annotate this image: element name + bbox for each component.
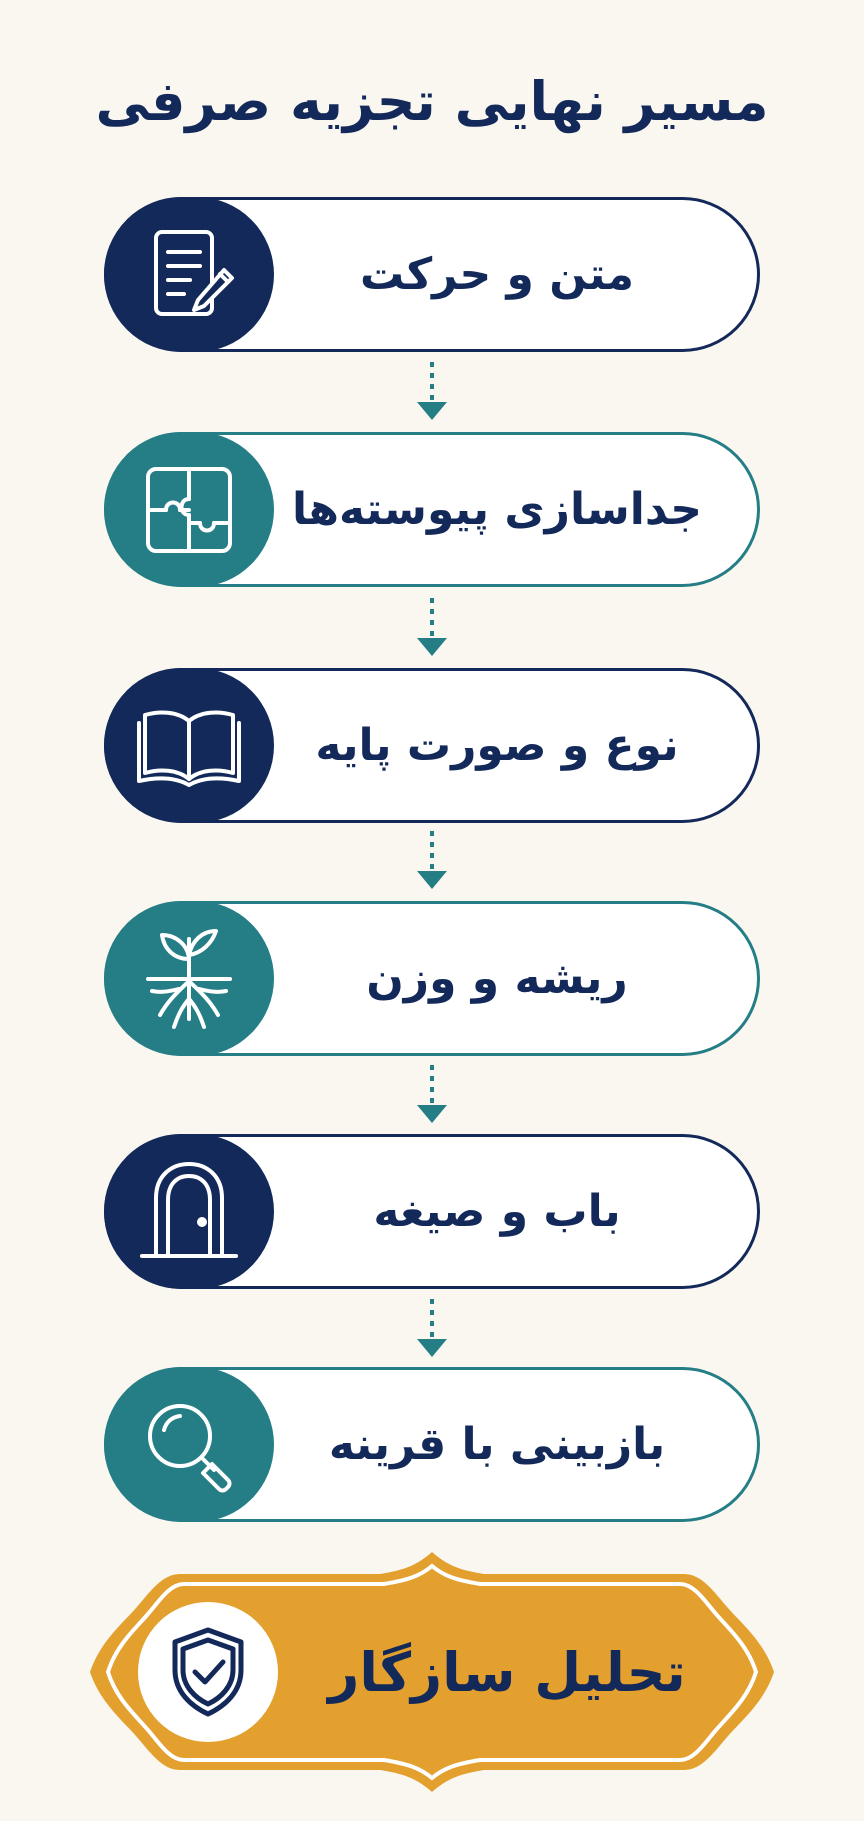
page-title: مسیر نهایی تجزیه صرفی — [95, 70, 769, 133]
final-icon-circle — [138, 1602, 278, 1742]
step-icon-circle — [104, 1367, 274, 1522]
down-arrow-connector — [417, 1065, 447, 1123]
step-icon-circle — [104, 197, 274, 352]
magnifier-icon — [148, 1403, 232, 1492]
sprout-roots-icon — [146, 928, 232, 1029]
step-label: بازبینی با قرینه — [328, 1419, 666, 1470]
final-result-banner: تحلیل سازگار — [80, 1548, 784, 1796]
step-icon-circle — [104, 1134, 274, 1289]
step-root-and-pattern: ریشه و وزن — [104, 901, 760, 1056]
puzzle-icon — [146, 466, 232, 553]
step-label: جداسازی پیوسته‌ها — [292, 484, 702, 535]
step-verb-form-and-conjugation: باب و صیغه — [104, 1134, 760, 1289]
document-pencil-icon — [154, 229, 234, 316]
step-label: نوع و صورت پایه — [315, 720, 679, 771]
final-label: تحلیل سازگار — [328, 1640, 686, 1704]
step-label: ریشه و وزن — [366, 953, 628, 1004]
ornamental-frame — [90, 1552, 774, 1792]
down-arrow-connector — [417, 1299, 447, 1357]
step-label: متن و حرکت — [359, 249, 635, 300]
step-label: باب و صیغه — [373, 1186, 621, 1237]
step-icon-circle — [104, 432, 274, 587]
step-icon-circle — [104, 901, 274, 1056]
open-book-icon — [137, 710, 241, 787]
step-icon-circle — [104, 668, 274, 823]
step-review-with-context: بازبینی با قرینه — [104, 1367, 760, 1522]
down-arrow-connector — [417, 598, 447, 656]
step-type-and-base-form: نوع و صورت پایه — [104, 668, 760, 823]
shield-check-icon — [172, 1627, 244, 1717]
step-text-and-vowels: متن و حرکت — [104, 197, 760, 352]
step-separating-attachments: جداسازی پیوسته‌ها — [104, 432, 760, 587]
down-arrow-connector — [417, 831, 447, 889]
arched-door-icon — [140, 1161, 238, 1258]
down-arrow-connector — [417, 362, 447, 420]
